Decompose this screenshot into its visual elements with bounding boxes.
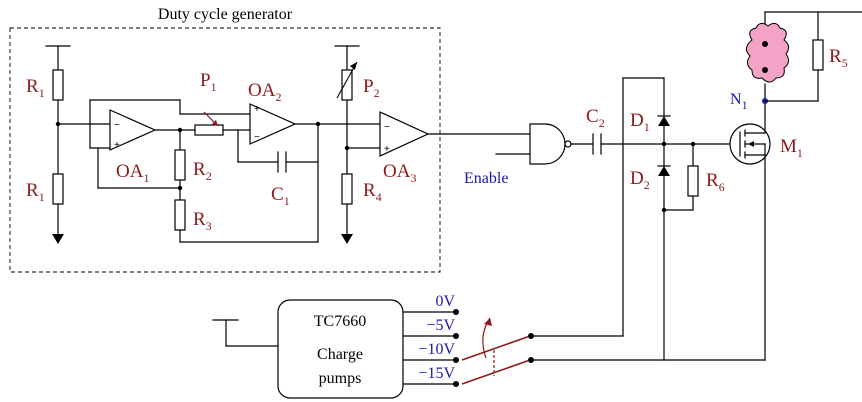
- op-amp-oa2: + −: [237, 103, 381, 243]
- svg-text:−: −: [114, 120, 120, 131]
- r2-resistor: [174, 149, 186, 181]
- p2-r4-divider: [334, 45, 381, 244]
- duty-cycle-generator-box: [9, 27, 441, 273]
- tc7660-box: [277, 299, 404, 399]
- label-r5: R5: [829, 46, 848, 70]
- label-m1: M1: [780, 136, 803, 160]
- label-c2: C2: [586, 106, 605, 130]
- label-oa1: OA1: [116, 161, 149, 185]
- op-amp-oa1: − +: [89, 99, 251, 151]
- r3-resistor: [174, 199, 186, 231]
- r1-top-resistor: [52, 69, 64, 101]
- label-tc7660: TC7660: [314, 313, 366, 330]
- svg-text:−: −: [384, 122, 390, 133]
- label-enable: Enable: [464, 170, 508, 187]
- label-oa3: OA3: [383, 161, 416, 185]
- label-r6: R6: [706, 170, 725, 194]
- label-n1: N1: [730, 91, 748, 112]
- svg-text:−: −: [254, 132, 260, 143]
- load-and-r5: [746, 11, 862, 104]
- label-oa2: OA2: [248, 80, 281, 104]
- label-minus10v: −10V: [418, 341, 455, 358]
- label-p2: P2: [363, 76, 380, 100]
- ground-arrow-1: [52, 234, 64, 244]
- r4-resistor: [341, 173, 353, 205]
- label-minus5v: −5V: [426, 317, 455, 334]
- label-d2: D2: [630, 168, 650, 192]
- label-c1: C1: [271, 184, 290, 208]
- svg-text:+: +: [254, 104, 260, 115]
- selector-switch: [461, 317, 766, 385]
- c2-capacitor: [592, 133, 741, 155]
- diode-network: [622, 77, 699, 361]
- mosfet-m1: [729, 100, 771, 361]
- r5-resistor: [812, 39, 824, 71]
- duty-cycle-generator-title: Duty cycle generator: [158, 6, 293, 23]
- op-amp-oa3: − +: [379, 111, 531, 157]
- ground-arrow-2: [341, 234, 353, 244]
- svg-text:+: +: [384, 144, 390, 155]
- label-p1: P1: [200, 70, 217, 94]
- load-element: [746, 22, 790, 83]
- charge-pump-block: [212, 299, 459, 399]
- label-r1-top: R1: [26, 76, 45, 100]
- label-charge: Charge: [317, 346, 363, 363]
- label-r1-bottom: R1: [26, 180, 45, 204]
- p1-potentiometer: [194, 111, 239, 136]
- nand-gate: [495, 123, 594, 165]
- label-pumps: pumps: [319, 370, 362, 387]
- r1-bottom-resistor: [52, 173, 64, 205]
- label-r2: R2: [193, 159, 212, 183]
- svg-text:+: +: [114, 140, 120, 151]
- r1-divider: [45, 45, 111, 244]
- label-r4: R4: [363, 180, 382, 204]
- label-0v: 0V: [435, 293, 455, 310]
- r2-r3-chain: [97, 129, 319, 243]
- r6-resistor: [687, 165, 699, 197]
- label-minus15v: −15V: [418, 365, 455, 382]
- label-d1: D1: [630, 110, 650, 134]
- label-r3: R3: [193, 209, 212, 233]
